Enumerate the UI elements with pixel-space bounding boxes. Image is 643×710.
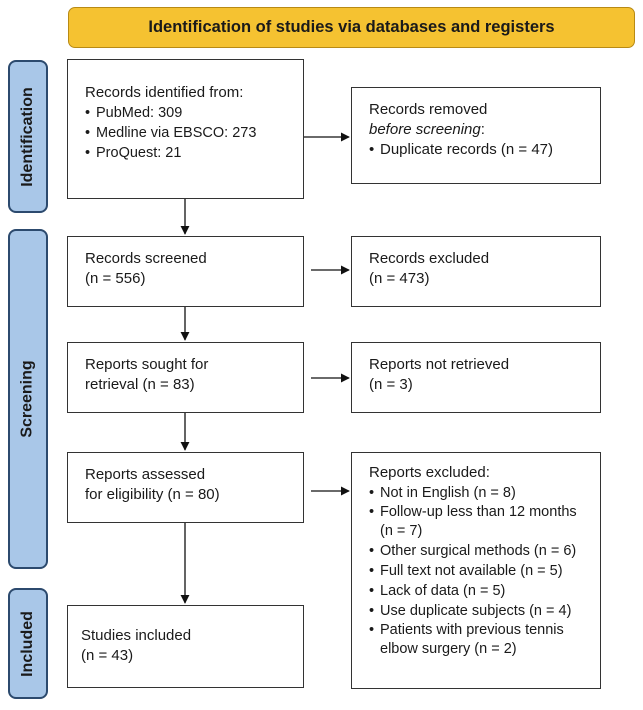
reports-assessed-count: for eligibility (n = 80) (85, 486, 220, 503)
records-identified-title: Records identified from: (85, 84, 244, 101)
reports-assessed-label: Reports assessed (85, 466, 206, 483)
reports-not-retrieved-box: Reports not retrieved (n = 3) (351, 342, 601, 413)
reports-not-retrieved-count: (n = 3) (369, 376, 413, 393)
records-identified-box: Records identified from: PubMed: 309 Med… (67, 59, 304, 199)
records-removed-subtitle: before screening: (369, 120, 590, 140)
records-screened-box: Records screened (n = 556) (67, 236, 304, 307)
records-screened-count: (n = 556) (85, 270, 146, 287)
phase-screening: Screening (8, 229, 48, 569)
list-item: Use duplicate subjects (n = 4) (369, 601, 592, 621)
list-item: Medline via EBSCO: 273 (85, 123, 293, 143)
list-item: PubMed: 309 (85, 103, 293, 123)
list-item: Lack of data (n = 5) (369, 581, 592, 601)
studies-included-count: (n = 43) (81, 647, 134, 664)
list-item: Duplicate records (n = 47) (369, 140, 590, 160)
records-removed-title: Records removed (369, 101, 488, 118)
reports-not-retrieved-label: Reports not retrieved (369, 356, 510, 373)
list-item: Full text not available (n = 5) (369, 561, 592, 581)
flow-header: Identification of studies via databases … (68, 7, 635, 48)
reports-excluded-title: Reports excluded: (369, 464, 490, 481)
reports-sought-count: retrieval (n = 83) (85, 376, 195, 393)
list-item: Patients with previous tennis elbow surg… (369, 621, 592, 659)
list-item: Other surgical methods (n = 6) (369, 541, 592, 561)
list-item: ProQuest: 21 (85, 143, 293, 163)
records-excluded-box: Records excluded (n = 473) (351, 236, 601, 307)
records-removed-subtitle-colon: : (480, 121, 485, 138)
phase-identification: Identification (8, 60, 48, 213)
phase-included: Included (8, 588, 48, 699)
reports-excluded-list: Not in English (n = 8) Follow-up less th… (369, 483, 592, 659)
flow-header-title: Identification of studies via databases … (148, 18, 555, 36)
records-excluded-count: (n = 473) (369, 270, 430, 287)
reports-assessed-box: Reports assessed for eligibility (n = 80… (67, 452, 304, 523)
records-removed-subtitle-emphasis: before screening (369, 121, 481, 138)
reports-sought-label: Reports sought for (85, 356, 209, 373)
records-screened-label: Records screened (85, 250, 207, 267)
records-excluded-label: Records excluded (369, 250, 490, 267)
records-removed-box: Records removed before screening: Duplic… (351, 87, 601, 184)
studies-included-box: Studies included (n = 43) (67, 605, 304, 688)
studies-included-label: Studies included (81, 627, 192, 644)
records-removed-list: Duplicate records (n = 47) (369, 140, 590, 160)
list-item: Follow-up less than 12 months (n = 7) (369, 503, 592, 541)
reports-excluded-box: Reports excluded: Not in English (n = 8)… (351, 452, 601, 689)
records-identified-list: PubMed: 309 Medline via EBSCO: 273 ProQu… (85, 103, 293, 163)
reports-sought-box: Reports sought for retrieval (n = 83) (67, 342, 304, 413)
list-item: Not in English (n = 8) (369, 483, 592, 503)
